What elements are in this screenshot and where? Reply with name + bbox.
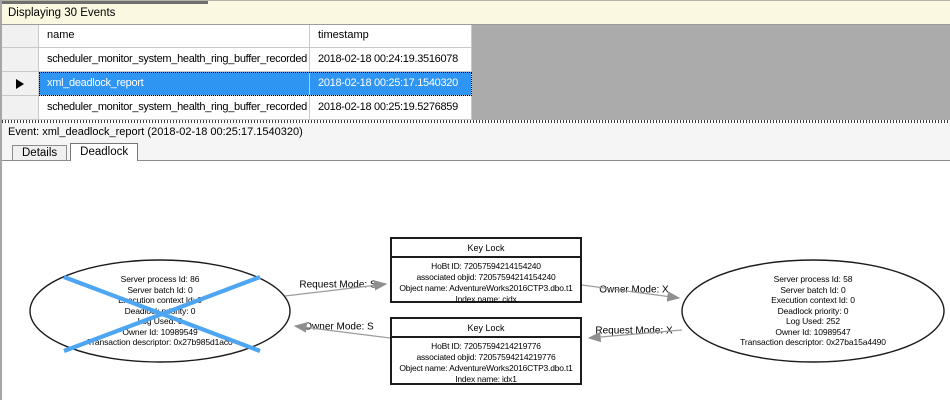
node-line: Log Used: 0 <box>137 316 183 326</box>
event-name-cell[interactable]: scheduler_monitor_system_health_ring_buf… <box>39 96 310 120</box>
events-grid: name timestamp scheduler_monitor_system_… <box>2 24 950 120</box>
event-summary-bar: Event: xml_deadlock_report (2018-02-18 0… <box>2 123 950 141</box>
resource-node-keylock-idx1[interactable]: Key Lock HoBt ID: 72057594214219776 asso… <box>390 317 582 385</box>
top-strip <box>2 0 950 4</box>
event-timestamp-cell[interactable]: 2018-02-18 00:25:19.5276859 <box>310 96 472 120</box>
event-row[interactable]: scheduler_monitor_system_health_ring_buf… <box>2 48 950 72</box>
event-timestamp-cell[interactable]: 2018-02-18 00:24:19.3516078 <box>310 48 472 72</box>
node-line: Execution context Id: 0 <box>118 295 202 305</box>
resource-line: HoBt ID: 72057594214154240 <box>431 261 541 271</box>
event-row[interactable]: scheduler_monitor_system_health_ring_buf… <box>2 96 950 120</box>
row-selector-cell[interactable] <box>2 48 39 72</box>
event-timestamp-cell[interactable]: 2018-02-18 00:25:17.1540320 <box>310 72 472 96</box>
node-line: Server batch Id: 0 <box>127 284 193 295</box>
event-name-cell[interactable]: xml_deadlock_report <box>39 72 310 96</box>
column-header-name[interactable]: name <box>39 25 310 48</box>
grid-header-filler <box>472 25 950 48</box>
tab-details[interactable]: Details <box>12 145 68 160</box>
resource-line: Index name: idx1 <box>455 374 517 384</box>
node-line: Transaction descriptor: 0x27ba15a4490 <box>740 337 886 347</box>
column-header-timestamp[interactable]: timestamp <box>310 25 472 48</box>
resource-line: Object name: AdventureWorks2016CTP3.dbo.… <box>399 363 573 373</box>
node-line: Transaction descriptor: 0x27b985d1ac0 <box>87 337 233 347</box>
edge-label-owner-x: Owner Mode: X <box>599 284 669 296</box>
event-row-selected[interactable]: xml_deadlock_report 2018-02-18 00:25:17.… <box>2 72 950 96</box>
edge-label-owner-s: Owner Mode: S <box>304 321 374 333</box>
node-line: Execution context Id: 0 <box>771 295 855 305</box>
deadlock-graph-canvas: Server process Id: 86 Server batch Id: 0… <box>2 160 950 400</box>
keylock-title: Key Lock <box>392 319 580 338</box>
tab-deadlock[interactable]: Deadlock <box>70 143 139 161</box>
process-node-owner[interactable]: Server process Id: 58 Server batch Id: 0… <box>683 274 943 348</box>
node-line: Server process Id: 58 <box>773 274 853 284</box>
current-row-arrow-icon <box>16 78 24 89</box>
horizontal-splitter[interactable] <box>2 119 950 123</box>
process-node-victim[interactable]: Server process Id: 86 Server batch Id: 0… <box>30 274 290 348</box>
row-selector-cell[interactable] <box>2 96 39 120</box>
node-line: Owner Id: 10989549 <box>122 326 198 337</box>
node-line: Deadlock priority: 0 <box>777 305 849 316</box>
event-summary-label: Event: xml_deadlock_report (2018-02-18 0… <box>8 126 303 138</box>
node-line: Log Used: 252 <box>786 316 840 326</box>
row-selector-cell[interactable] <box>2 72 39 96</box>
event-name-cell[interactable]: scheduler_monitor_system_health_ring_buf… <box>39 48 310 72</box>
grid-header-row: name timestamp <box>2 25 950 48</box>
resource-line: associated objid: 72057594214154240 <box>416 272 556 282</box>
resource-node-keylock-cidx[interactable]: Key Lock HoBt ID: 72057594214154240 asso… <box>390 237 582 304</box>
resource-line: HoBt ID: 72057594214219776 <box>431 341 541 351</box>
keylock-title: Key Lock <box>392 239 580 258</box>
node-line: Server process Id: 86 <box>120 274 200 284</box>
displaying-events-label: Displaying 30 Events <box>8 7 116 19</box>
resource-line: Object name: AdventureWorks2016CTP3.dbo.… <box>399 283 573 293</box>
tab-strip: Details Deadlock <box>2 141 950 161</box>
events-count-bar: Displaying 30 Events <box>2 3 950 24</box>
node-line: Server batch Id: 0 <box>780 284 846 295</box>
node-line: Deadlock priority: 0 <box>124 305 196 316</box>
edge-label-request-s: Request Mode: S <box>299 279 377 291</box>
grid-row-filler <box>472 48 950 72</box>
grid-row-filler <box>472 72 950 96</box>
node-line: Owner Id: 10989547 <box>775 326 851 337</box>
row-selector-header[interactable] <box>2 25 39 48</box>
top-strip-dark-segment <box>2 1 208 4</box>
resource-line: Index name: cidx <box>455 294 517 304</box>
edge-label-request-x: Request Mode: X <box>595 325 673 337</box>
grid-row-filler <box>472 96 950 120</box>
resource-line: associated objid: 72057594214219776 <box>416 352 556 362</box>
